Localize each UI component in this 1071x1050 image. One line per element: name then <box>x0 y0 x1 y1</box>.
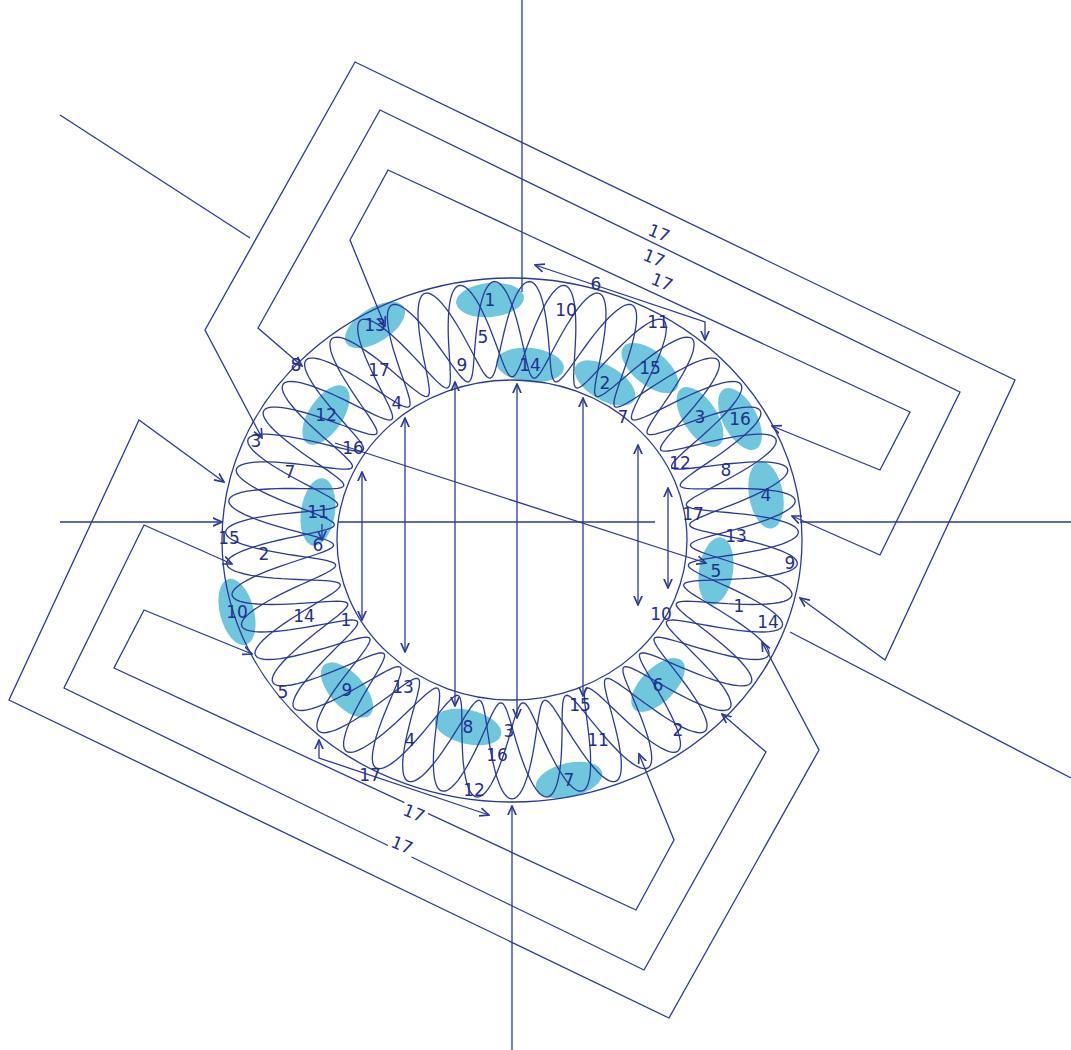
callout-number: 17 <box>368 362 390 379</box>
callout-number: 11 <box>307 504 329 521</box>
callout-number: 17 <box>644 220 674 245</box>
callout-number: 16 <box>486 747 508 764</box>
axis-line <box>335 443 706 563</box>
callout-number: 6 <box>653 677 664 694</box>
callout-number: 3 <box>695 409 706 426</box>
callout-number: 13 <box>364 317 386 334</box>
callout-number: 4 <box>405 732 416 749</box>
shaded-cell <box>709 381 771 457</box>
callout-number: 4 <box>761 487 772 504</box>
shaded-cells <box>212 280 789 804</box>
callout-number: 15 <box>569 697 591 714</box>
callout-number: 7 <box>618 409 629 426</box>
ring-outline <box>222 278 802 802</box>
shaded-cell <box>694 535 738 607</box>
callout-number: 17 <box>639 245 669 270</box>
double-arrow <box>404 418 405 652</box>
callout-number: 11 <box>587 732 609 749</box>
loop-line <box>350 170 910 470</box>
double-arrow <box>667 488 668 588</box>
loop-line <box>258 110 960 555</box>
callout-number: 14 <box>757 614 779 631</box>
axis-line <box>60 521 222 522</box>
callout-number: 2 <box>673 722 684 739</box>
loop-line <box>535 265 705 340</box>
braid-strands <box>222 278 802 802</box>
axis-line <box>60 115 250 238</box>
callout-number: 11 <box>647 314 669 331</box>
axis-line <box>338 521 655 522</box>
loop-line <box>9 420 819 1018</box>
callout-number: 14 <box>293 608 315 625</box>
axis-line <box>800 521 1071 522</box>
callout-number: 2 <box>600 375 611 392</box>
loop-line <box>205 62 1015 660</box>
shaded-cell <box>494 345 565 386</box>
callout-number: 8 <box>721 462 732 479</box>
shaded-cell <box>212 575 262 649</box>
axis-line <box>511 806 512 1050</box>
callout-number: 7 <box>564 772 575 789</box>
callout-number: 17 <box>647 269 677 294</box>
callout-number: 17 <box>682 506 704 523</box>
callout-number: 8 <box>463 719 474 736</box>
callout-number: 13 <box>392 679 414 696</box>
callout-number: 12 <box>315 407 337 424</box>
braid-strand <box>227 285 798 799</box>
double-arrow <box>516 384 517 718</box>
shaded-cell <box>312 653 383 726</box>
callout-number: 2 <box>259 546 270 563</box>
double-arrow <box>361 472 362 620</box>
shaded-cell <box>567 351 643 415</box>
callout-number: 5 <box>478 329 489 346</box>
axis-line <box>521 0 522 292</box>
callout-number: 13 <box>725 528 747 545</box>
callout-number: 12 <box>669 455 691 472</box>
callout-number: 5 <box>711 563 722 580</box>
callout-number: 17 <box>399 800 429 825</box>
callout-number: 15 <box>639 360 661 377</box>
callout-number: 6 <box>313 537 324 554</box>
braid-strand <box>226 282 796 798</box>
callout-number: 1 <box>341 612 352 629</box>
double-arrow <box>454 382 455 706</box>
double-arrow <box>637 445 638 605</box>
callout-number: 1 <box>734 598 745 615</box>
callout-number: 3 <box>251 433 262 450</box>
callout-number: 14 <box>519 357 541 374</box>
loop-line <box>64 525 766 970</box>
callout-number: 10 <box>555 302 577 319</box>
callout-number: 6 <box>591 276 602 293</box>
callout-number: 15 <box>218 530 240 547</box>
loop-line <box>114 610 674 910</box>
callout-number: 3 <box>504 723 515 740</box>
callout-number: 7 <box>285 464 296 481</box>
callout-number: 8 <box>291 357 302 374</box>
shaded-cell <box>622 649 694 721</box>
callout-number: 10 <box>226 604 248 621</box>
guide-lines <box>9 0 1071 1050</box>
callout-number: 17 <box>359 767 381 784</box>
callout-number: 4 <box>392 395 403 412</box>
callout-number: 12 <box>463 782 485 799</box>
callout-number: 1 <box>485 292 496 309</box>
axis-line <box>790 632 1071 778</box>
callout-number: 16 <box>729 411 751 428</box>
callout-number: 9 <box>457 357 468 374</box>
callout-number: 16 <box>342 440 364 457</box>
callout-number: 10 <box>650 606 672 623</box>
callout-number: 17 <box>387 832 417 857</box>
callout-number: 9 <box>342 682 353 699</box>
double-arrow <box>582 398 583 696</box>
callout-number: 5 <box>278 684 289 701</box>
callout-number: 9 <box>785 555 796 572</box>
